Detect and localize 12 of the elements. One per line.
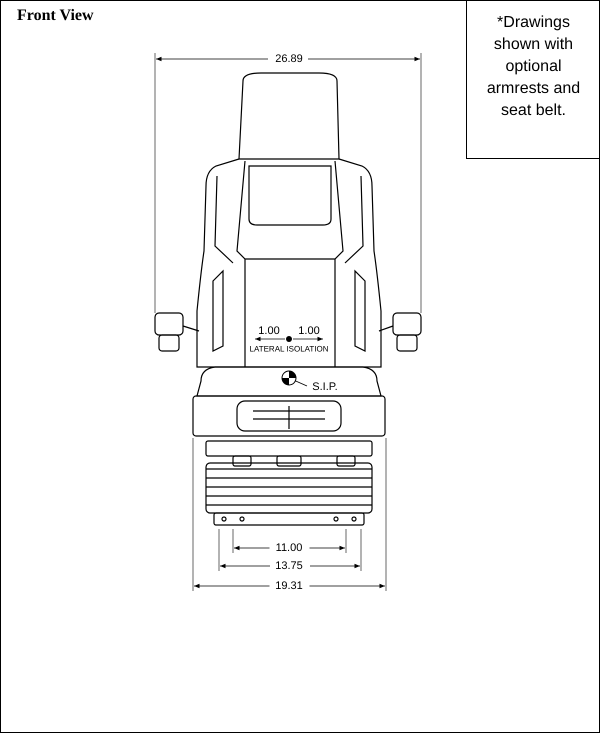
dimension-value: 1.00 xyxy=(297,325,321,337)
dimension-value: 11.00 xyxy=(274,542,304,554)
sip-label: S.I.P. xyxy=(305,379,345,393)
sip-marker xyxy=(281,370,297,386)
dimension-value: 26.89 xyxy=(273,53,305,65)
note-box: *Drawings shown with optional armrests and seat belt. xyxy=(466,1,599,159)
leader-line xyxy=(295,380,308,386)
dimension-value: 1.00 xyxy=(257,325,281,337)
dimension-value: 19.31 xyxy=(273,580,305,592)
view-title: Front View xyxy=(17,7,94,25)
annotation-text: LATERAL ISOLATION xyxy=(248,344,330,354)
dimension-value: 13.75 xyxy=(273,560,305,572)
